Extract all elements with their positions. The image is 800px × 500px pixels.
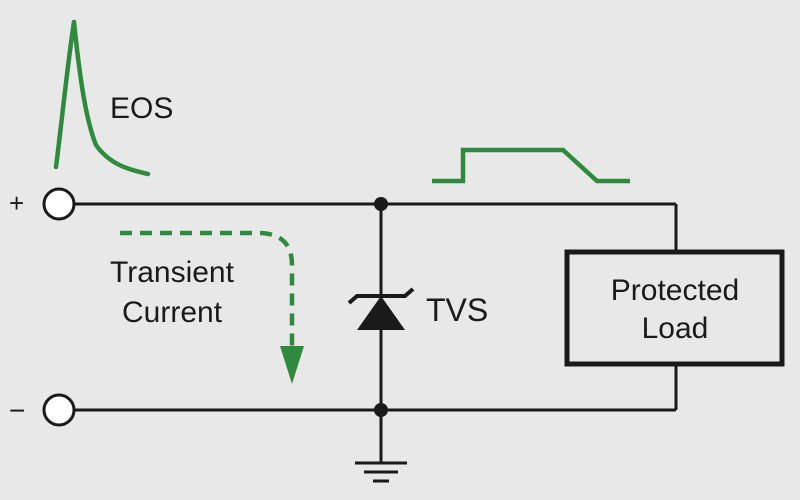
top-junction-dot [374,197,388,211]
protected-load-box [564,249,785,367]
clamped-waveform [432,147,630,184]
eos-pulse-waveform [53,19,151,177]
bottom-junction-dot [374,403,388,417]
minus-terminal-label: − [9,395,25,426]
load-label-line2: Load [642,312,709,345]
tvs-diode-symbol [347,287,415,330]
transient-label-line1: Transient [110,256,235,289]
tvs-diode-triangle [357,296,405,330]
tvs-label: TVS [426,292,488,328]
arrow-down-icon [280,346,304,384]
eos-label: EOS [110,92,173,125]
ground-symbol [355,461,407,483]
minus-terminal [42,393,76,427]
plus-terminal [42,187,76,221]
tvs-diode-bar [347,287,415,305]
transient-current-path [120,230,295,348]
transient-label-line2: Current [122,296,223,329]
plus-terminal-label: + [9,188,24,218]
load-label-line1: Protected [611,274,739,307]
